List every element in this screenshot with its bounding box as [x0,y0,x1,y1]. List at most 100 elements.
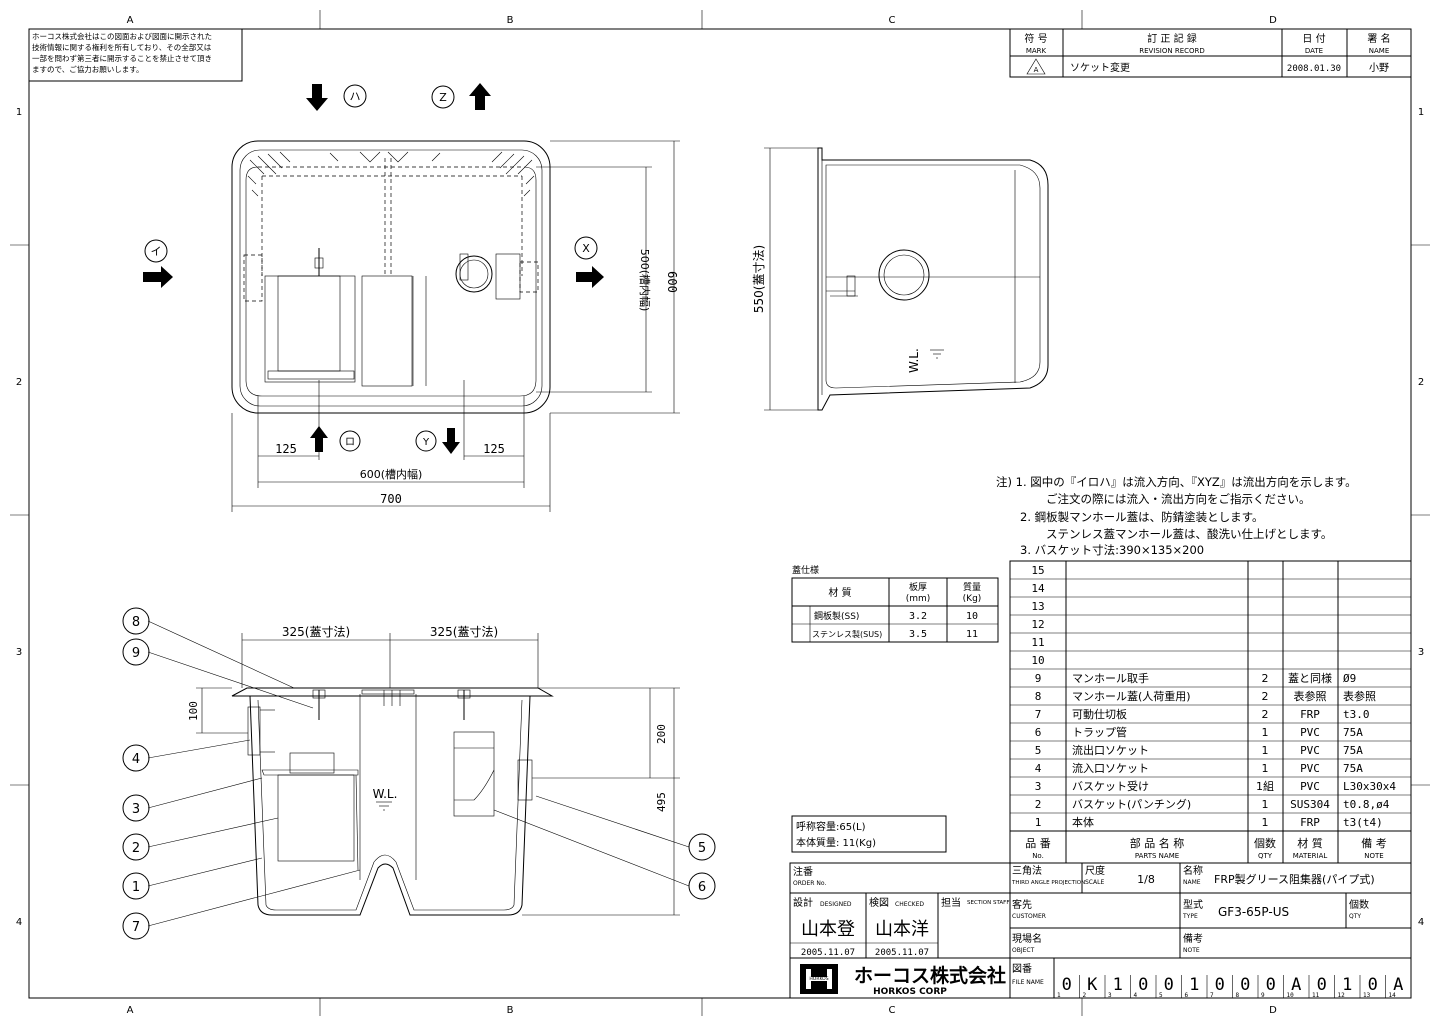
file-idx-1: 1 [1057,992,1061,999]
file-idx-3: 3 [1108,992,1112,999]
rev-head-name-jp: 署 名 [1367,32,1390,45]
tb-designer: 山本登 [801,919,855,940]
parts-row-7-name: 可動仕切板 [1072,707,1127,721]
file-idx-11: 11 [1312,992,1320,999]
grid-col-a-bottom: A [127,1005,134,1016]
rev-head-date-jp: 日 付 [1302,32,1325,45]
grid-col-c-bottom: C [889,1005,896,1016]
file-idx-4: 4 [1134,992,1138,999]
file-char-8: 0 [1240,975,1250,995]
dim-495: 495 [655,792,668,812]
parts-head-qty-en: QTY [1258,852,1273,860]
parts-row-5-name: 流出口ソケット [1072,743,1149,757]
file-char-12: 1 [1342,975,1352,995]
rev-head-mark-jp: 符 号 [1024,32,1047,45]
parts-head-material-en: MATERIAL [1293,852,1328,860]
flow-i: イ [151,245,162,258]
note-line-4: ステンレス蓋マンホール蓋は、酸洗い仕上げとします。 [1046,527,1332,541]
dim-total-width: 700 [380,492,402,506]
grid-row-2-right: 2 [1418,377,1424,388]
lid-head-weight-unit: (Kg) [963,594,982,604]
top-basket-frame [264,275,356,383]
file-char-6: 1 [1189,975,1199,995]
file-idx-6: 6 [1185,992,1189,999]
balloon-3 [122,794,150,822]
dim-lid-right: 325(蓋寸法) [430,625,498,639]
lid-head-thickness: 板厚 [909,581,927,593]
capacity-line-2: 本体質量: 11(Kg) [796,836,876,849]
tb-scale-jp: 尺度 [1085,864,1105,877]
file-char-13: 0 [1368,975,1378,995]
dim-total-height: 600 [665,271,679,293]
balloon-9-label: 9 [132,646,140,661]
capacity-box: 呼称容量:65(L) 本体質量: 11(Kg) [791,815,947,853]
capacity-line-1: 呼称容量:65(L) [796,820,866,833]
balloon-4-label: 4 [132,752,140,767]
parts-row-8-qty: 2 [1262,690,1269,703]
grid-col-b-top: B [507,15,514,26]
tb-designed-jp: 設計 [793,896,813,909]
parts-row-2-name: バスケット(パンチング) [1072,797,1191,811]
balloon-8-label: 8 [132,615,140,630]
top-partition [361,275,413,387]
parts-head-note-jp: 備 考 [1361,837,1387,850]
parts-row-5-material: PVC [1300,744,1320,757]
rev-head-record-jp: 訂 正 記 録 [1147,32,1197,45]
parts-row-13-no: 13 [1031,600,1044,613]
side-pipe-outer [878,249,930,301]
copyright-line-1: ホーコス株式会社はこの図面および図面に開示された [32,31,212,41]
tb-qty-en: QTY [1349,913,1361,920]
note-line-5: 3. バスケット寸法:390×135×200 [1020,543,1204,557]
parts-row-7-no: 7 [1035,708,1042,721]
copyright-line-3: 一部を問わず第三者に開示することを禁止させて頂き [32,53,212,63]
balloon-6 [688,872,716,900]
flow-ha: ハ [350,90,361,103]
front-wl: W.L. [373,787,398,801]
copyright-line-2: 技術情報に関する権利を所有しており、その全部又は [32,42,212,52]
tb-projection-jp: 三角法 [1012,864,1042,877]
balloon-2 [122,833,150,861]
file-char-14: A [1393,975,1403,995]
file-idx-14: 14 [1389,992,1397,999]
file-idx-8: 8 [1236,992,1240,999]
tb-file-jp: 図番 [1012,963,1032,975]
lid-row-1-material: 鋼板製(SS) [814,610,859,622]
file-idx-13: 13 [1363,992,1371,999]
tb-checked-jp: 検図 [869,896,889,909]
balloon-7-label: 7 [132,920,140,935]
file-idx-9: 9 [1261,992,1265,999]
flow-y: Y [422,437,430,448]
tb-file-en: FILE NAME [1012,979,1044,986]
file-char-9: 0 [1266,975,1276,995]
dim-125-left: 125 [275,442,297,456]
balloon-9 [122,638,150,666]
parts-head-name-en: PARTS NAME [1135,852,1179,860]
lid-spec-title: 蓋仕様 [792,564,819,576]
parts-row-4-material: PVC [1300,762,1320,775]
lid-head-material: 材 質 [828,586,851,599]
arrow-up-z-icon [469,83,491,110]
parts-row-6-no: 6 [1035,726,1042,739]
tb-note-jp: 備考 [1183,932,1203,945]
side-dim-lid: 550(蓋寸法) [752,245,766,313]
flow-z-circle [431,85,455,109]
file-char-2: K [1087,975,1098,995]
rev-head-record-en: REVISION RECORD [1139,47,1205,55]
dim-lid-left: 325(蓋寸法) [282,625,350,639]
tb-object-jp: 現場名 [1012,932,1042,945]
parts-row-7-note: t3.0 [1343,708,1370,721]
tb-staff-en: SECTION STAFF [967,900,1010,906]
copyright-line-4: ますので、ご協力お願いします。 [32,64,143,74]
parts-row-5-no: 5 [1035,744,1042,757]
top-basket [277,275,341,372]
file-char-5: 0 [1164,975,1174,995]
file-idx-10: 10 [1287,992,1295,999]
grid-col-c-top: C [889,15,896,26]
arrow-down-y-icon [442,428,460,454]
note-line-3: 2. 鋼板製マンホール蓋は、防錆塗装とします。 [1020,510,1263,524]
top-view: 125 125 600(槽内幅) 700 500(槽内幅) 600 ハ Z イ … [143,83,680,512]
revision-triangle-icon [1026,58,1046,75]
title-block: 注番 ORDER No. 三角法 THIRD ANGLE PROJECTION … [789,862,1412,999]
file-char-4: 0 [1138,975,1148,995]
